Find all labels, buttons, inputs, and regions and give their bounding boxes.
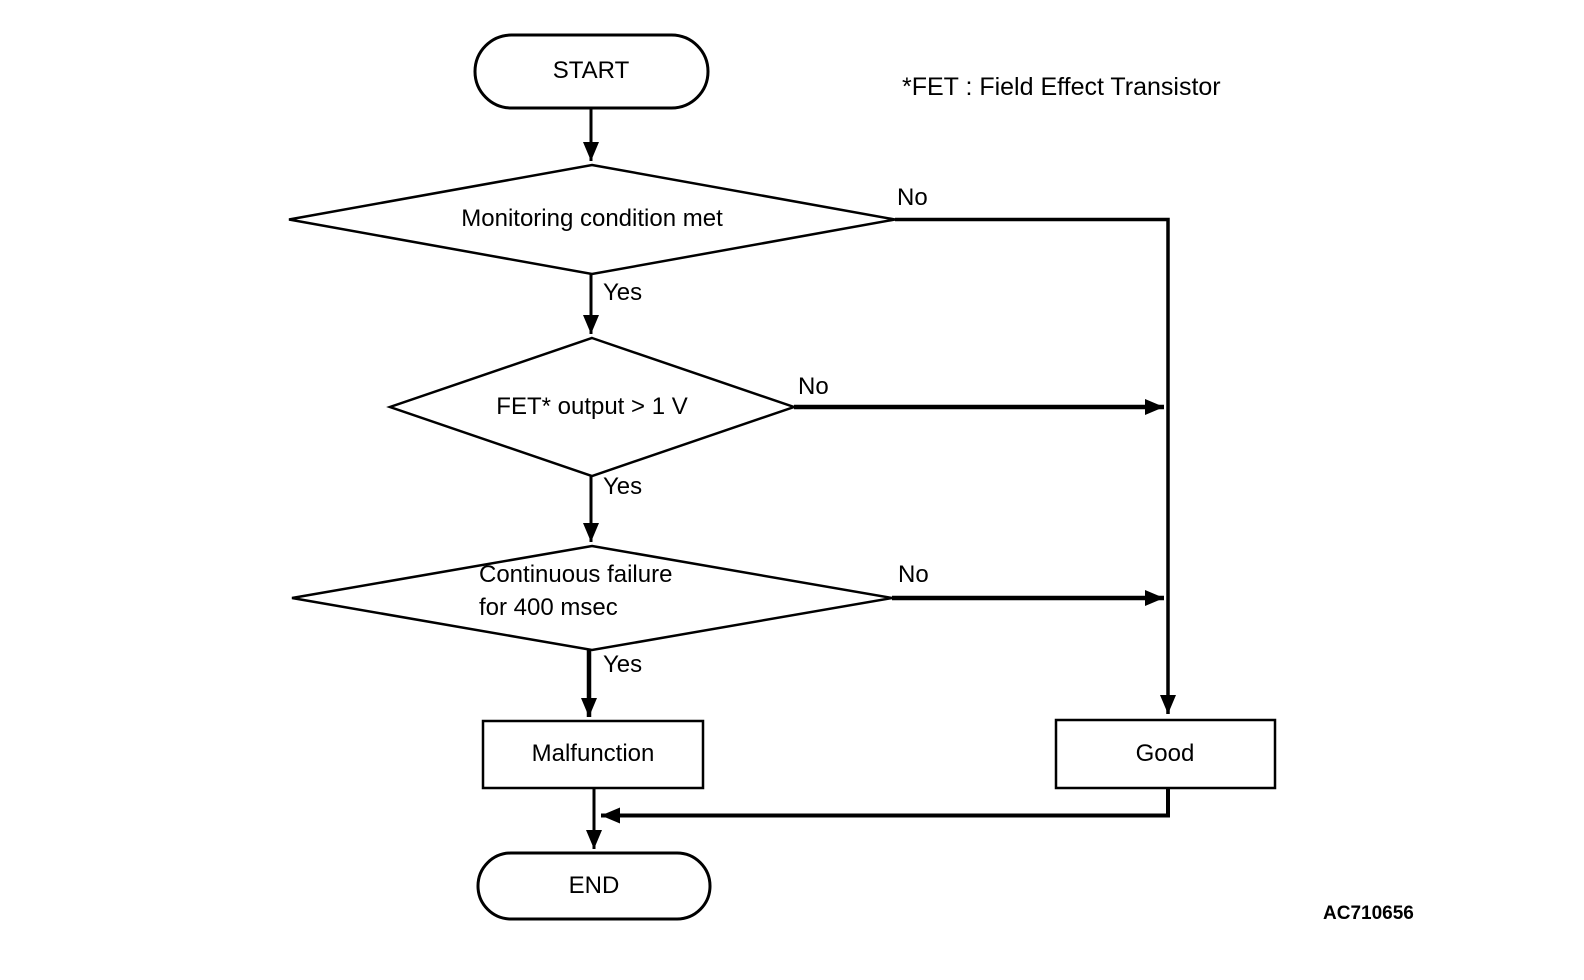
start-terminator-shape (473, 33, 710, 110)
end-terminator-shape (476, 851, 712, 921)
merge-line-good-to-end (601, 788, 1170, 824)
end-label: END (568, 872, 620, 900)
malfunction-label: Malfunction (531, 740, 655, 768)
decision-fet-output-label: FET* output > 1 V (496, 393, 688, 421)
malfunction-process-shape (481, 719, 705, 790)
continuous-failure-line2: for 400 msec (479, 594, 618, 621)
decision-continuous-failure-label: Continuous failure for 400 msec (479, 558, 672, 624)
decision-continuous-failure-shape (291, 544, 893, 652)
edge-label-monitoring-no: No (897, 184, 928, 211)
fet-note-text: *FET : Field Effect Transistor (902, 73, 1221, 101)
good-label: Good (1135, 740, 1195, 768)
start-label: START (552, 57, 630, 85)
decision-monitoring-shape (288, 163, 896, 276)
good-process-shape (1054, 718, 1277, 790)
figure-code-text: AC710656 (1323, 903, 1414, 924)
edge-label-failure-no: No (898, 561, 929, 588)
decision-monitoring-label: Monitoring condition met (461, 205, 723, 233)
edge-label-fet-yes: Yes (603, 473, 643, 500)
edge-label-monitoring-yes: Yes (603, 279, 643, 306)
edge-label-fet-no: No (798, 373, 829, 400)
decision-fet-output-shape (386, 336, 798, 478)
no-branch-monitoring-line (895, 217, 1176, 714)
continuous-failure-line1: Continuous failure (479, 561, 673, 588)
edge-label-failure-yes: Yes (603, 651, 643, 678)
